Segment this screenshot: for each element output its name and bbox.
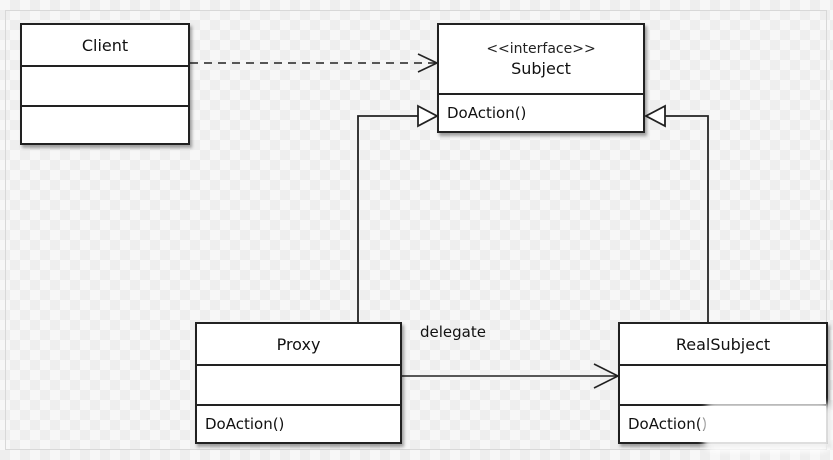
interface-stereotype: <<interface>> <box>486 40 596 57</box>
class-realsubject-name: RealSubject <box>675 334 771 354</box>
class-proxy-operations: DoAction() <box>197 404 400 442</box>
realization-realsubject-subject <box>644 104 709 322</box>
class-proxy-name-box: Proxy <box>197 324 400 364</box>
interface-subject-name: Subject <box>511 58 571 78</box>
class-proxy[interactable]: Proxy DoAction() <box>195 322 402 444</box>
realization-proxy-subject <box>357 104 439 322</box>
association-proxy-realsubject <box>401 363 620 389</box>
class-client-name-box: Client <box>22 25 188 65</box>
interface-subject[interactable]: <<interface>> Subject DoAction() <box>437 23 645 133</box>
dependency-client-subject <box>190 53 439 73</box>
watermark-blur <box>703 402 833 452</box>
diagram-frame <box>5 10 827 450</box>
delegate-label: delegate <box>420 323 486 341</box>
interface-subject-operations: DoAction() <box>439 93 643 131</box>
class-client-operations <box>22 105 188 143</box>
class-proxy-attributes <box>197 364 400 404</box>
class-realsubject-attributes <box>620 364 826 404</box>
class-client-name: Client <box>81 35 129 55</box>
class-proxy-name: Proxy <box>276 334 321 354</box>
class-client[interactable]: Client <box>20 23 190 145</box>
class-client-attributes <box>22 65 188 105</box>
class-realsubject-name-box: RealSubject <box>620 324 826 364</box>
interface-subject-name-box: <<interface>> Subject <box>439 25 643 93</box>
